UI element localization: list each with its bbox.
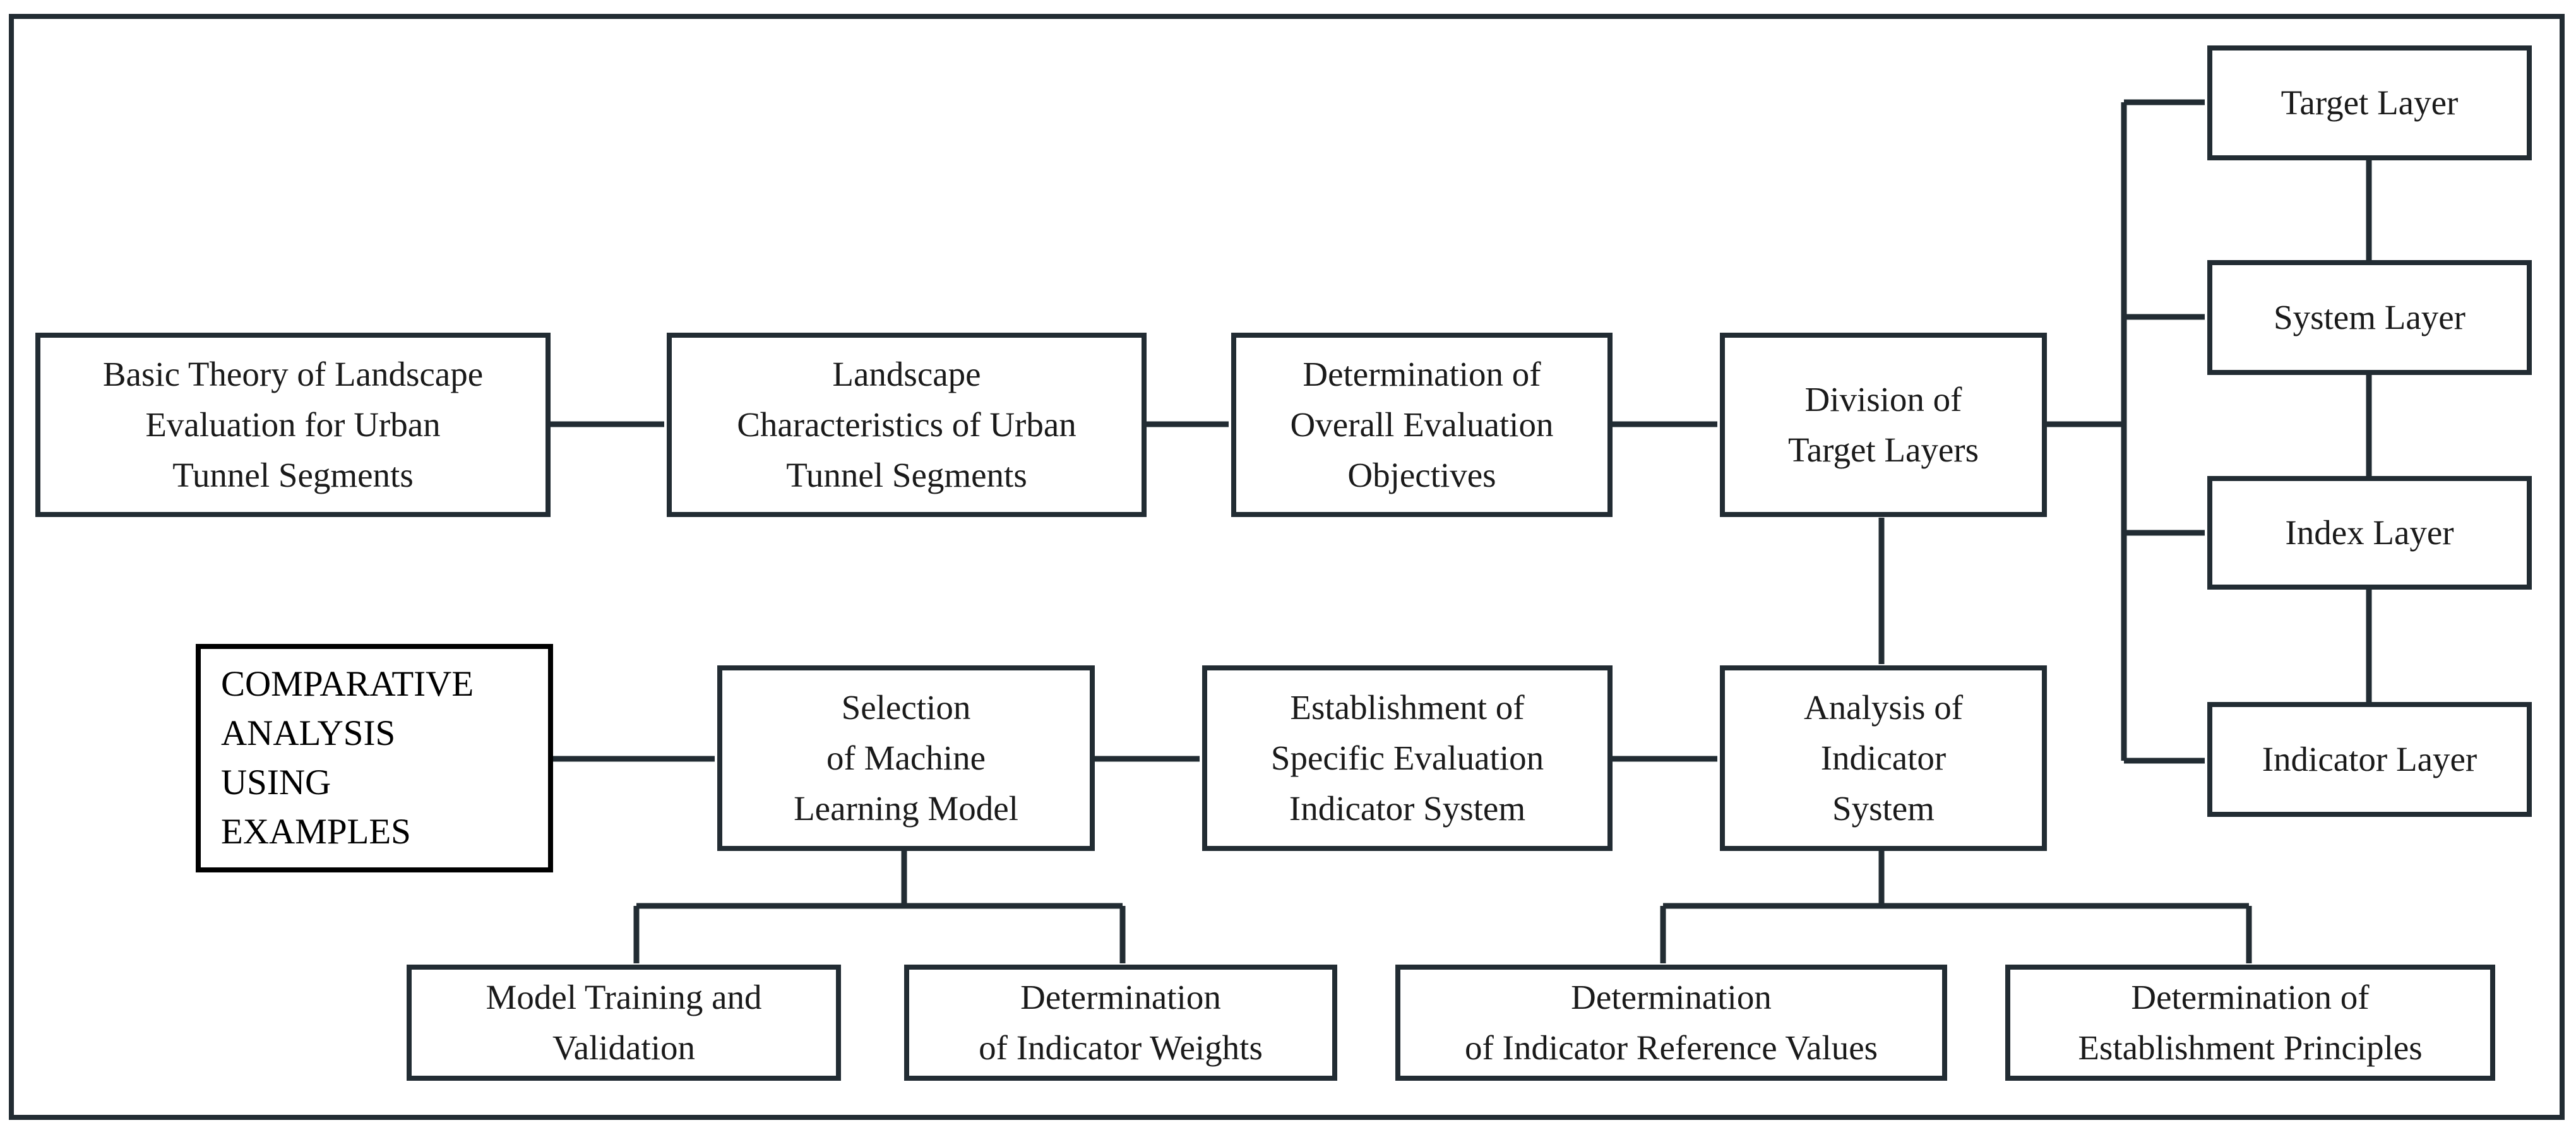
node-indicator-layer-label: Indicator Layer [2262,740,2478,778]
node-target-layer-label: Target Layer [2281,83,2459,122]
node-indicator-layer: Indicator Layer [2207,702,2532,817]
node-index-layer: Index Layer [2207,476,2532,590]
connector-analysis-branch [1663,849,2249,909]
connector-ml-branch [636,849,1123,909]
node-division-target-layers: Division of Target Layers [1720,333,2047,517]
node-ml-model-selection: Selection of Machine Learning Model [717,665,1095,851]
diagram-frame [9,14,2565,1120]
node-indicator-weights-label: Determination of Indicator Weights [979,978,1263,1067]
node-indicator-reference-values-label: Determination of Indicator Reference Val… [1464,978,1878,1067]
node-establishment-principles-label: Determination of Establishment Principle… [2078,978,2423,1067]
node-comparative-analysis: COMPARATIVE ANALYSIS USING EXAMPLES [196,644,553,872]
node-system-layer: System Layer [2207,260,2532,375]
node-model-training-label: Model Training and Validation [486,978,762,1067]
node-analysis-indicator-system-label: Analysis of Indicator System [1803,688,1964,828]
node-ml-model-selection-label: Selection of Machine Learning Model [794,688,1018,828]
node-specific-indicator-system-label: Establishment of Specific Evaluation Ind… [1270,688,1544,828]
node-landscape-characteristics-label: Landscape Characteristics of Urban Tunne… [737,355,1076,494]
node-indicator-reference-values: Determination of Indicator Reference Val… [1395,965,1947,1081]
node-specific-indicator-system: Establishment of Specific Evaluation Ind… [1202,665,1613,851]
node-division-target-layers-label: Division of Target Layers [1787,380,1979,469]
node-overall-objectives: Determination of Overall Evaluation Obje… [1231,333,1613,517]
node-system-layer-label: System Layer [2274,298,2466,336]
node-model-training: Model Training and Validation [407,965,841,1081]
node-overall-objectives-label: Determination of Overall Evaluation Obje… [1290,355,1554,494]
node-basic-theory-label: Basic Theory of Landscape Evaluation for… [102,355,484,494]
node-indicator-weights: Determination of Indicator Weights [904,965,1337,1081]
node-basic-theory: Basic Theory of Landscape Evaluation for… [35,333,551,517]
node-establishment-principles: Determination of Establishment Principle… [2005,965,2495,1081]
node-index-layer-label: Index Layer [2285,513,2454,552]
node-landscape-characteristics: Landscape Characteristics of Urban Tunne… [667,333,1147,517]
node-comparative-analysis-label: COMPARATIVE ANALYSIS USING EXAMPLES [221,664,474,852]
node-analysis-indicator-system: Analysis of Indicator System [1720,665,2047,851]
node-target-layer: Target Layer [2207,45,2532,160]
